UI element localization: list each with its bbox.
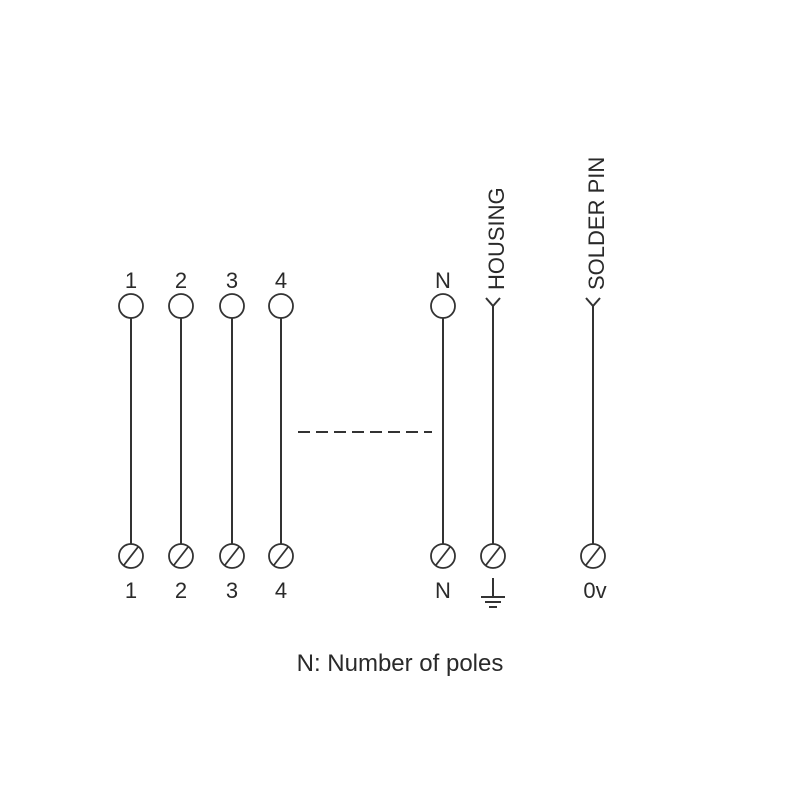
screw-terminal-icon: [430, 543, 456, 569]
screw-terminal-icon: [480, 543, 506, 569]
pin-top-label: 3: [226, 268, 238, 293]
top-terminal: [430, 293, 456, 319]
pin-top-label: N: [435, 268, 451, 293]
screw-terminal-icon: [580, 543, 606, 569]
pin-1: 1 1: [118, 268, 144, 603]
pin-bottom-label: 1: [125, 578, 137, 603]
housing-line: HOUSING: [480, 187, 509, 608]
pin-bottom-label: 2: [175, 578, 187, 603]
pin-top-label: 1: [125, 268, 137, 293]
zero-volt-label: 0v: [583, 578, 606, 603]
top-terminal: [268, 293, 294, 319]
pin-top-label: 2: [175, 268, 187, 293]
top-terminal: [219, 293, 245, 319]
screw-terminal-icon: [268, 543, 294, 569]
pin-top-label: 4: [275, 268, 287, 293]
pin-bottom-label: 4: [275, 578, 287, 603]
pin-4: 4 4: [268, 268, 294, 603]
top-terminal: [168, 293, 194, 319]
pin-3: 3 3: [219, 268, 245, 603]
screw-terminal-icon: [118, 543, 144, 569]
ground-symbol-icon: [481, 578, 505, 608]
housing-label: HOUSING: [484, 187, 509, 290]
top-terminal: [118, 293, 144, 319]
screw-terminal-icon: [168, 543, 194, 569]
contact-fork-icon: [585, 297, 601, 308]
pin-bottom-label: 3: [226, 578, 238, 603]
poles-note: N: Number of poles: [297, 650, 504, 677]
pin-bottom-label: N: [435, 578, 451, 603]
contact-fork-icon: [485, 297, 501, 308]
screw-terminal-icon: [219, 543, 245, 569]
solder-pin-line: SOLDER PIN 0v: [580, 157, 609, 603]
solder-pin-label: SOLDER PIN: [584, 157, 609, 290]
pin-n: N N: [430, 268, 456, 603]
pin-2: 2 2: [168, 268, 194, 603]
